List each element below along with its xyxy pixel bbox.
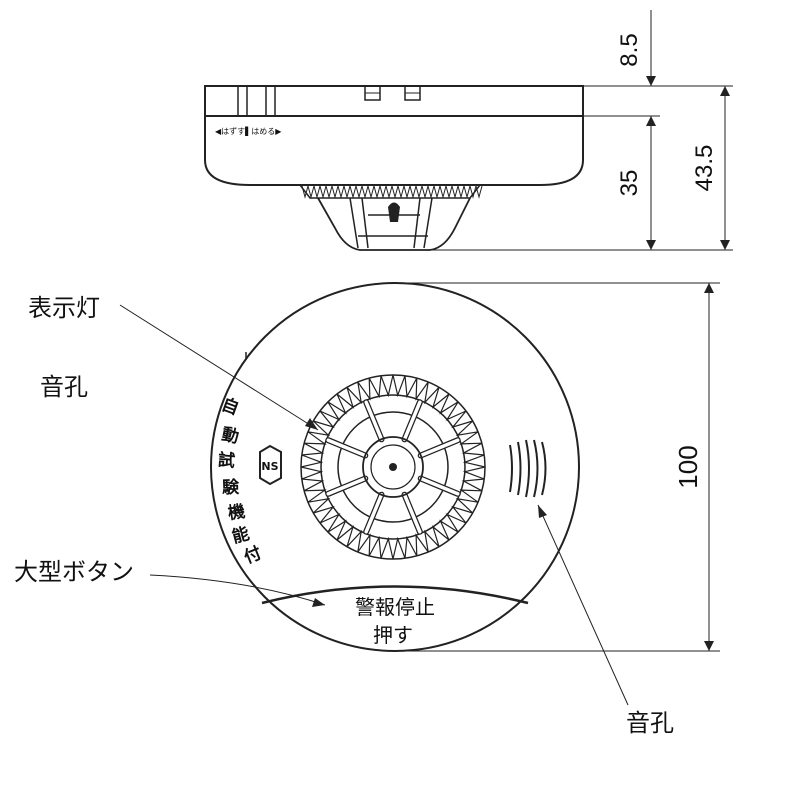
- serration-tooth: [409, 185, 417, 199]
- front-dimensions: [395, 282, 720, 652]
- auto-test-char: 自: [219, 394, 242, 420]
- side-sensor-head: [317, 197, 471, 251]
- guard-spoke-inner: [418, 438, 460, 458]
- serration-tooth: [463, 185, 471, 199]
- side-base-plate: [204, 85, 584, 117]
- serration-tooth: [319, 185, 327, 199]
- serration-tooth: [355, 185, 363, 199]
- guard-spoke-inner: [364, 400, 384, 442]
- serration-tooth: [373, 185, 381, 199]
- guard-spoke-inner: [326, 476, 368, 496]
- serration-tooth: [451, 185, 459, 199]
- callout-indicator-lamp: 表示灯: [28, 294, 100, 322]
- dim-total-height: 43.5: [691, 145, 718, 192]
- side-serrations: [301, 185, 483, 199]
- guard-spoke-inner: [402, 492, 422, 534]
- auto-test-char: 付: [241, 542, 265, 568]
- sensor-center-cap: [362, 436, 424, 498]
- guard-spoke-inner: [364, 492, 384, 534]
- leader-large-button: [149, 574, 326, 607]
- guard-spoke-inner: [418, 476, 460, 496]
- serration-tooth: [361, 185, 369, 199]
- dim-top-gap: 8.5: [616, 33, 643, 66]
- side-sensor-fins: [349, 197, 433, 249]
- guard-spoke-inner: [326, 438, 368, 458]
- serration-tooth: [379, 185, 387, 199]
- dim-diameter: 100: [673, 445, 703, 488]
- large-button-edge: [261, 585, 529, 605]
- auto-test-char: 験: [222, 477, 241, 499]
- serration-tooth: [331, 185, 339, 199]
- callout-sound-hole-left: 音孔: [40, 373, 88, 401]
- leader-sound-hole: [537, 504, 629, 706]
- sensor-center-inner: [370, 444, 416, 490]
- sensor-inner-ring: [320, 394, 466, 540]
- sensor-guard-ring: [337, 411, 449, 523]
- side-view: ◀はずす▌はめる▶: [204, 85, 584, 251]
- callout-large-button: 大型ボタン: [14, 558, 134, 586]
- serration-tooth: [433, 185, 441, 199]
- button-text-line2: 押す: [373, 623, 413, 647]
- serration-tooth: [475, 185, 483, 199]
- serration-tooth: [439, 185, 447, 199]
- serration-tooth: [421, 185, 429, 199]
- serration-tooth: [403, 185, 411, 199]
- sensor-guard-spokes: [325, 399, 461, 535]
- auto-test-char: 試: [217, 449, 236, 471]
- serration-tooth: [457, 185, 465, 199]
- serration-tooth: [343, 185, 351, 199]
- serration-tooth: [349, 185, 357, 199]
- leader-indicator-lamp: [119, 304, 319, 431]
- serration-tooth: [427, 185, 435, 199]
- button-text-line1: 警報停止: [355, 595, 435, 619]
- serration-tooth: [313, 185, 321, 199]
- auto-test-char: 機: [227, 501, 247, 524]
- indicator-lamp-dot: [389, 463, 397, 471]
- sound-hole-slots: [509, 439, 547, 498]
- callout-sound-hole-bottom: 音孔: [626, 709, 674, 737]
- serration-tooth: [337, 185, 345, 199]
- ns-mark-text: NS: [261, 460, 278, 473]
- serration-tooth: [469, 185, 477, 199]
- auto-test-label: 自 動 試 験 機 能 付: [217, 394, 264, 568]
- ns-certification-mark: [259, 444, 282, 486]
- serration-tooth: [391, 185, 399, 199]
- auto-test-char: 動: [220, 424, 241, 448]
- sensor-teeth: [300, 374, 486, 560]
- slide-direction-marks: ◀はずす▌はめる▶: [215, 126, 282, 136]
- guard-spoke-inner: [402, 400, 422, 442]
- serration-tooth: [385, 185, 393, 199]
- sensor-serrations: [300, 374, 486, 560]
- side-thermistor: [388, 202, 400, 222]
- auto-test-char: 能: [230, 523, 252, 548]
- serration-tooth: [397, 185, 405, 199]
- serration-tooth: [325, 185, 333, 199]
- serration-tooth: [445, 185, 453, 199]
- side-dimensions: [430, 10, 733, 251]
- serration-tooth: [307, 185, 315, 199]
- serration-tooth: [301, 185, 309, 199]
- serration-tooth: [367, 185, 375, 199]
- serration-tooth: [415, 185, 423, 199]
- dim-body-height: 35: [616, 170, 643, 197]
- front-view: NS: [210, 282, 580, 652]
